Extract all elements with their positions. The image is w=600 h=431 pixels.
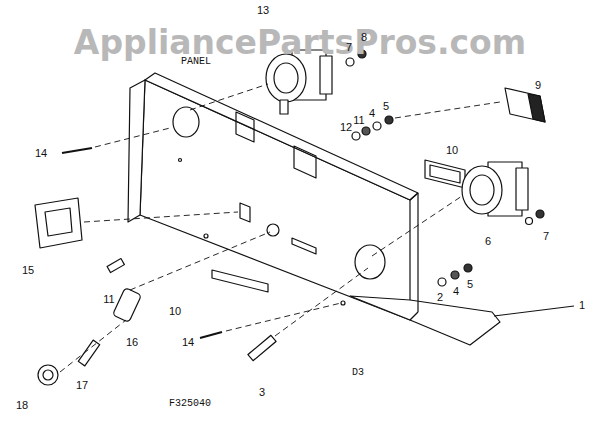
leader-line <box>494 306 574 316</box>
nut <box>536 210 544 218</box>
callout-number: 10 <box>169 306 181 317</box>
terminal <box>516 168 528 210</box>
receptacle-face <box>274 63 298 93</box>
callout-number: 13 <box>257 5 269 16</box>
outlet <box>35 198 82 248</box>
callout-number: 2 <box>437 292 443 303</box>
callout-number: 5 <box>467 279 473 290</box>
edge <box>410 312 418 320</box>
knob <box>38 365 58 385</box>
center-line <box>84 212 238 222</box>
screw <box>107 259 124 273</box>
screw <box>200 332 222 338</box>
callout-number: 18 <box>16 400 28 411</box>
callout-number: 12 <box>340 122 352 133</box>
screw <box>62 148 92 153</box>
callout-number: 17 <box>76 380 88 391</box>
mount-foot <box>350 296 500 345</box>
washer <box>451 271 459 279</box>
callout-number: 16 <box>126 337 138 348</box>
knob <box>43 370 53 380</box>
watermark: AppliancePartsPros.com <box>74 26 526 59</box>
edge <box>410 193 418 200</box>
receptacle-face <box>470 175 494 205</box>
nut <box>385 116 393 124</box>
callout-number: 11 <box>353 115 364 126</box>
fuse-holder <box>113 288 142 323</box>
washer <box>373 122 381 130</box>
hole <box>236 112 254 142</box>
receptacle-face <box>266 54 306 102</box>
callout-number: 4 <box>369 108 375 119</box>
gasket <box>425 160 465 188</box>
screw <box>248 335 276 360</box>
washer <box>526 218 533 225</box>
hole <box>294 146 316 178</box>
drawing-code: F325040 <box>169 399 211 409</box>
drawing-code: PANEL <box>181 57 211 67</box>
callout-number: 1 <box>579 300 585 311</box>
hole <box>267 224 279 236</box>
center-line <box>372 196 462 256</box>
hole <box>179 159 182 162</box>
fuse <box>78 340 99 366</box>
center-line <box>395 102 500 118</box>
panel-side <box>128 80 145 222</box>
center-line <box>130 232 270 290</box>
callout-number: 4 <box>453 286 459 297</box>
callout-number: 11 <box>103 294 114 305</box>
hole <box>204 234 208 238</box>
center-line <box>60 320 126 372</box>
washer <box>362 127 370 135</box>
callout-number: 5 <box>383 101 389 112</box>
center-line <box>190 84 268 110</box>
receptacle-face <box>462 166 502 214</box>
callout-number: 9 <box>535 80 541 91</box>
hole <box>341 301 345 305</box>
callout-number: 6 <box>485 236 491 247</box>
outlet <box>45 208 72 236</box>
drawing-code: D3 <box>352 368 364 378</box>
nut <box>346 58 354 66</box>
callout-number: 7 <box>543 231 549 242</box>
center-line <box>95 128 170 147</box>
washer <box>438 278 446 286</box>
nut <box>464 264 472 272</box>
terminal <box>320 56 332 94</box>
callout-number: 8 <box>361 32 367 43</box>
callout-number: 7 <box>346 42 352 53</box>
terminal-strip <box>212 270 268 292</box>
washer <box>352 132 360 140</box>
gasket <box>430 165 460 183</box>
center-line <box>275 268 368 336</box>
slot <box>292 238 316 254</box>
callout-number: 10 <box>446 145 458 156</box>
callout-number: 14 <box>182 337 194 348</box>
center-line <box>226 303 341 331</box>
hole <box>240 203 250 222</box>
panel-face <box>140 80 410 320</box>
edge <box>417 193 418 312</box>
tab <box>280 100 288 114</box>
hole <box>173 107 199 137</box>
rocker-switch <box>528 94 545 122</box>
callout-number: 3 <box>259 387 265 398</box>
rocker-switch <box>505 88 545 122</box>
callout-number: 14 <box>35 148 47 159</box>
callout-number: 15 <box>22 265 34 276</box>
